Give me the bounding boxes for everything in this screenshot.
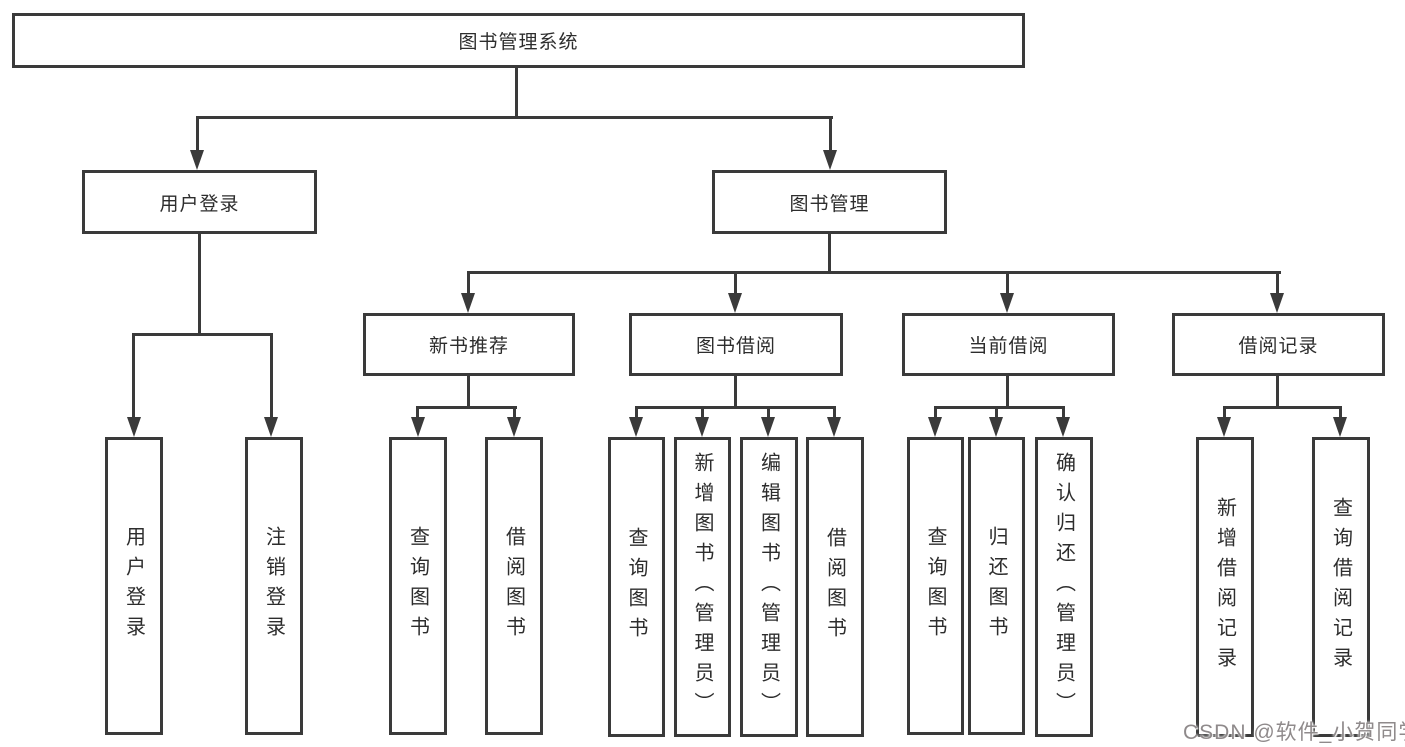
connector-line xyxy=(1276,376,1279,409)
connector-line xyxy=(1006,271,1009,295)
node-label: 借阅图书 xyxy=(823,527,846,647)
node-label: 图书管理 xyxy=(789,193,870,215)
connector-line xyxy=(513,406,516,419)
node-leaf-edit-book-admin: 编辑图书（管理员） xyxy=(740,437,798,737)
node-label: 新增借阅记录 xyxy=(1213,497,1236,677)
connector-line xyxy=(132,333,273,336)
arrow-down-icon xyxy=(127,417,141,437)
node-leaf-return-book: 归还图书 xyxy=(968,437,1025,735)
node-borrow-record: 借阅记录 xyxy=(1172,313,1385,376)
node-leaf-add-book-admin: 新增图书（管理员） xyxy=(674,437,731,737)
connector-line xyxy=(734,271,737,295)
arrow-down-icon xyxy=(728,293,742,313)
node-leaf-borrow-book: 借阅图书 xyxy=(485,437,543,735)
connector-line xyxy=(635,406,836,409)
connector-line xyxy=(416,406,517,409)
node-label: 新增图书（管理员） xyxy=(691,452,713,722)
connector-line xyxy=(416,406,419,419)
connector-line xyxy=(701,406,704,419)
connector-line xyxy=(1223,406,1226,419)
connector-line xyxy=(829,116,832,152)
arrow-down-icon xyxy=(1217,417,1231,437)
connector-line xyxy=(196,116,833,119)
arrow-down-icon xyxy=(928,417,942,437)
arrow-down-icon xyxy=(629,417,643,437)
node-current-borrow: 当前借阅 xyxy=(902,313,1115,376)
node-leaf-logout: 注销登录 xyxy=(245,437,303,735)
connector-line xyxy=(198,234,201,335)
node-book-management: 图书管理 xyxy=(712,170,947,234)
connector-line xyxy=(1223,406,1342,409)
connector-line xyxy=(1062,406,1065,419)
arrow-down-icon xyxy=(761,417,775,437)
node-label: 图书管理系统 xyxy=(458,32,579,53)
node-label: 归还图书 xyxy=(985,526,1007,646)
node-label: 借阅图书 xyxy=(502,526,525,646)
node-label: 查询图书 xyxy=(625,527,647,647)
connector-line xyxy=(995,406,998,419)
connector-line xyxy=(635,406,638,419)
arrow-down-icon xyxy=(1000,293,1014,313)
connector-line xyxy=(515,68,518,118)
node-book-borrow: 图书借阅 xyxy=(629,313,843,376)
node-user-login: 用户登录 xyxy=(82,170,317,234)
connector-line xyxy=(1339,406,1342,419)
connector-line xyxy=(833,406,836,419)
connector-line xyxy=(828,234,831,274)
node-label: 编辑图书（管理员） xyxy=(757,452,780,722)
node-leaf-add-borrow-record: 新增借阅记录 xyxy=(1196,437,1254,737)
connector-line xyxy=(767,406,770,419)
connector-line xyxy=(467,376,470,409)
arrow-down-icon xyxy=(989,417,1003,437)
connector-line xyxy=(1006,376,1009,409)
node-leaf-borrow-book: 借阅图书 xyxy=(806,437,864,737)
connector-line xyxy=(734,376,737,409)
node-label: 新书推荐 xyxy=(428,336,509,357)
connector-line xyxy=(934,406,937,419)
node-label: 注销登录 xyxy=(262,526,285,646)
node-label: 确认归还（管理员） xyxy=(1052,452,1075,722)
arrow-down-icon xyxy=(695,417,709,437)
arrow-down-icon xyxy=(1333,417,1347,437)
node-root: 图书管理系统 xyxy=(12,13,1025,68)
node-leaf-query-book: 查询图书 xyxy=(907,437,964,735)
node-label: 当前借阅 xyxy=(968,336,1049,357)
connector-line xyxy=(934,406,1065,409)
node-leaf-query-book: 查询图书 xyxy=(389,437,447,735)
arrow-down-icon xyxy=(264,417,278,437)
arrow-down-icon xyxy=(1056,417,1070,437)
connector-line xyxy=(467,271,470,295)
node-label: 查询图书 xyxy=(406,526,429,646)
node-new-book-recommend: 新书推荐 xyxy=(363,313,575,376)
node-leaf-confirm-return-admin: 确认归还（管理员） xyxy=(1035,437,1093,737)
node-label: 借阅记录 xyxy=(1238,336,1319,357)
node-label: 查询图书 xyxy=(924,526,946,646)
connector-line xyxy=(196,116,199,152)
node-leaf-query-book: 查询图书 xyxy=(608,437,665,737)
node-label: 用户登录 xyxy=(159,193,240,215)
arrow-down-icon xyxy=(823,150,837,170)
arrow-down-icon xyxy=(461,293,475,313)
connector-line xyxy=(132,333,135,419)
connector-line xyxy=(467,271,1281,274)
arrow-down-icon xyxy=(411,417,425,437)
arrow-down-icon xyxy=(507,417,521,437)
connector-line xyxy=(270,333,273,419)
node-label: 查询借阅记录 xyxy=(1329,497,1352,677)
node-leaf-user-login: 用户登录 xyxy=(105,437,163,735)
connector-line xyxy=(1276,271,1279,295)
node-label: 用户登录 xyxy=(122,526,145,646)
csdn-watermark: CSDN @软件_小贺同学 xyxy=(1183,721,1405,744)
node-label: 图书借阅 xyxy=(695,336,776,357)
arrow-down-icon xyxy=(827,417,841,437)
node-leaf-query-borrow-record: 查询借阅记录 xyxy=(1312,437,1370,737)
arrow-down-icon xyxy=(190,150,204,170)
arrow-down-icon xyxy=(1270,293,1284,313)
